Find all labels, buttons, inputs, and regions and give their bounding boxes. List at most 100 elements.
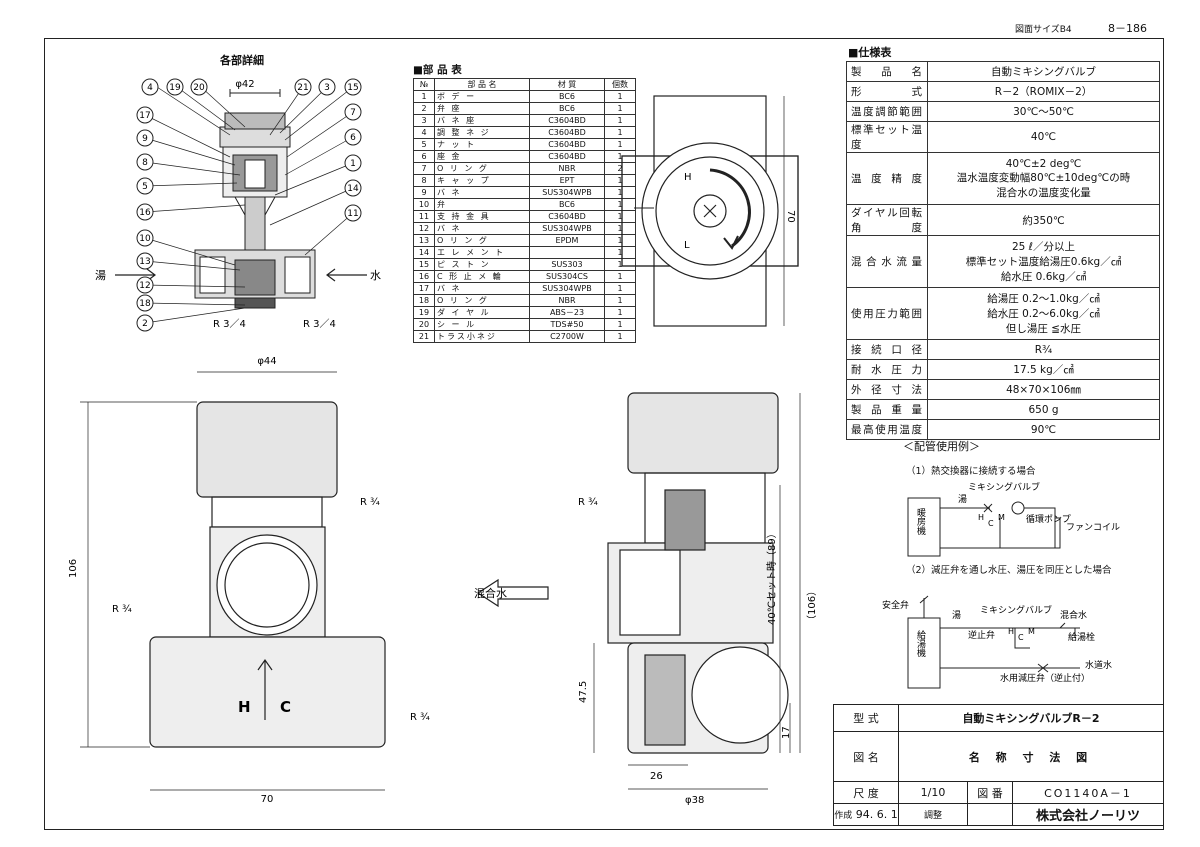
parts-table-title: ■部 品 表 — [413, 64, 462, 76]
parts-header: 材 質 — [529, 78, 605, 91]
parts-cell: ボ デ ー — [434, 90, 530, 103]
detail-title: 各部詳細 — [220, 54, 264, 67]
parts-cell: 18 — [413, 294, 435, 307]
piping-mixing1: ミキシングバルブ — [968, 481, 1040, 493]
parts-cell: ABS－23 — [529, 306, 605, 319]
callout-circle — [141, 78, 159, 96]
parts-header: № — [413, 78, 435, 91]
section-view-drawing: R ¾ 混合水 47.5 40℃セット時（89） （106） 17 26 φ38 — [474, 392, 818, 806]
parts-cell: エ レ メ ン ト — [434, 246, 530, 259]
spec-value-line: 17.5 kg／㎠ — [1013, 364, 1074, 376]
callout-3: 3 — [324, 83, 330, 93]
piping-c2: C — [1018, 633, 1024, 642]
callout-14: 14 — [347, 184, 359, 194]
callout-circle — [136, 252, 154, 270]
spec-value: 30℃～50℃ — [927, 101, 1160, 122]
spec-value-line: 混合水の温度変化量 — [996, 186, 1091, 199]
spec-value-line: 30℃～50℃ — [1013, 106, 1074, 118]
parts-cell: 11 — [413, 210, 435, 223]
section-mixed-water: 混合水 — [474, 586, 507, 600]
parts-cell: SUS304CS — [529, 270, 605, 283]
spec-value-line: 自動ミキシングバルブ — [991, 66, 1096, 78]
spec-table-title: ■仕様表 — [848, 46, 892, 59]
spec-key: 製品名 — [846, 61, 928, 82]
piping-h1: H — [978, 513, 984, 522]
callout-4: 4 — [147, 83, 153, 93]
callout-circle — [136, 106, 154, 124]
spec-value: 90℃ — [927, 419, 1160, 440]
parts-cell: 弁 — [434, 198, 530, 211]
parts-cell: 調 整 ネ ジ — [434, 126, 530, 139]
parts-cell: 14 — [413, 246, 435, 259]
title-name-key: 図 名 — [833, 731, 899, 782]
front-dia44: φ44 — [257, 356, 276, 367]
spec-key: 耐水圧力 — [846, 359, 928, 380]
drawing-frame — [44, 38, 1164, 830]
parts-header: 個数 — [604, 78, 636, 91]
callout-13: 13 — [139, 257, 150, 267]
parts-cell: ピ ス ト ン — [434, 258, 530, 271]
piping-case1: （1）熱交換器に接続する場合 — [906, 466, 1036, 477]
top-view-drawing: H L 70 — [621, 95, 799, 327]
spec-key: 接続口径 — [846, 339, 928, 360]
parts-cell: SUS303 — [529, 258, 605, 271]
section-r: R ¾ — [578, 497, 598, 508]
parts-cell: 21 — [413, 330, 435, 343]
title-type-value: 自動ミキシングバルブR－2 — [898, 704, 1164, 732]
spec-key: 標準セット温度 — [846, 121, 928, 153]
parts-cell — [529, 246, 605, 259]
parts-cell: 16 — [413, 270, 435, 283]
callout-circle — [344, 128, 362, 146]
title-block: 型 式 自動ミキシングバルブR－2 図 名 名 称 寸 法 図 尺 度 1/10… — [833, 704, 1164, 826]
piping-diagram: 暖房機 湯 ミキシングバルブ 循環ポンプ ファンコイル 安全弁 給湯機 湯 ミキ… — [882, 481, 1120, 689]
parts-cell: トラス小ネジ — [434, 330, 530, 343]
parts-cell: C3604BD — [529, 126, 605, 139]
parts-cell: 3 — [413, 114, 435, 127]
callout-20: 20 — [193, 83, 205, 93]
spec-value-line: 25 ℓ／分以上 — [1011, 241, 1076, 253]
callout-16: 16 — [139, 208, 151, 218]
parts-cell: シ ー ル — [434, 318, 530, 331]
front-r-top: R ¾ — [360, 497, 380, 508]
spec-value-line: 40℃ — [1030, 131, 1057, 143]
spec-value: 約350℃ — [927, 204, 1160, 236]
callout-circle — [190, 78, 208, 96]
piping-h2: H — [1008, 627, 1014, 636]
front-r-right: R ¾ — [410, 712, 430, 723]
parts-cell: 10 — [413, 198, 435, 211]
piping-hot1: 湯 — [958, 494, 967, 505]
section-dim-26: 26 — [650, 771, 663, 782]
parts-cell: 19 — [413, 306, 435, 319]
top-view-h: H — [684, 172, 692, 183]
parts-cell: SUS304WPB — [529, 282, 605, 295]
callout-circle — [136, 129, 154, 147]
parts-cell: 1 — [604, 246, 636, 259]
section-dim-17: 17 — [781, 726, 792, 739]
parts-cell: 2 — [413, 102, 435, 115]
callout-5: 5 — [142, 182, 148, 192]
detail-port-right: R 3／4 — [303, 318, 336, 330]
spec-value: 17.5 kg／㎠ — [927, 359, 1160, 380]
section-dim-38: φ38 — [685, 795, 704, 806]
spec-value-line: 約350℃ — [1022, 214, 1065, 227]
callout-12: 12 — [139, 281, 150, 291]
spec-row: 耐水圧力 17.5 kg／㎠ — [846, 359, 1160, 380]
spec-value-line: 給水圧 0.6kg／㎠ — [1000, 271, 1087, 283]
parts-cell: バ ネ 座 — [434, 114, 530, 127]
callout-21: 21 — [297, 83, 308, 93]
parts-cell: 15 — [413, 258, 435, 271]
parts-cell: C3604BD — [529, 114, 605, 127]
front-view-drawing: φ44 106 70 R ¾ R ¾ R ¾ H C — [68, 356, 430, 805]
title-made-value: 94. 6. 1 — [855, 808, 898, 821]
